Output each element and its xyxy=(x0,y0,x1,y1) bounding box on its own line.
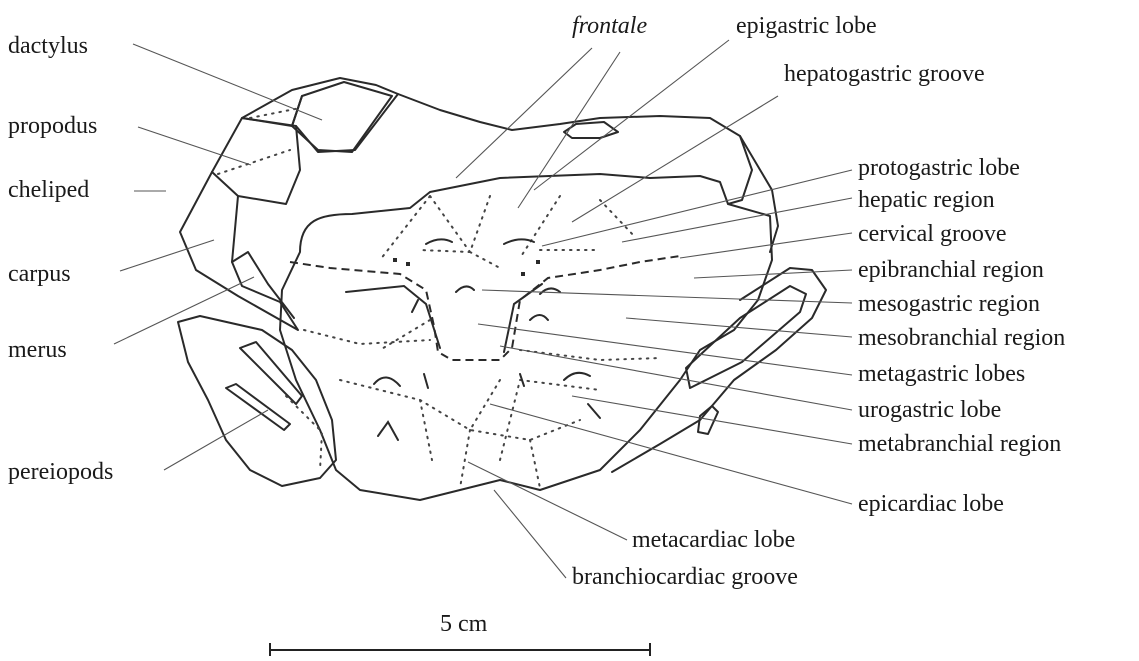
cervical-groove xyxy=(290,256,680,360)
scale-bar-label: 5 cm xyxy=(440,612,487,636)
left-pereiopod-leg-2 xyxy=(226,384,290,430)
lobe-marks xyxy=(374,239,600,440)
groove-pit-left xyxy=(393,258,397,262)
left-pereiopods xyxy=(178,316,336,486)
groove-pit-right xyxy=(521,272,525,276)
label-merus: merus xyxy=(8,338,67,362)
label-hepatogastric-groove: hepatogastric groove xyxy=(784,62,985,86)
label-cervical-groove: cervical groove xyxy=(858,222,1007,246)
carapace-outline xyxy=(280,174,772,500)
label-dactylus: dactylus xyxy=(8,34,88,58)
groove-pit-left-2 xyxy=(406,262,410,266)
carpus-segment xyxy=(212,126,300,204)
label-pereiopods: pereiopods xyxy=(8,460,113,484)
label-protogastric-lobe: protogastric lobe xyxy=(858,156,1020,180)
label-cheliped: cheliped xyxy=(8,178,89,202)
leader-lines xyxy=(114,40,852,578)
left-pereiopod-dots xyxy=(286,396,322,470)
label-frontale: frontale xyxy=(572,14,647,38)
label-carpus: carpus xyxy=(8,262,71,286)
label-hepatic-region: hepatic region xyxy=(858,188,995,212)
label-epigastric-lobe: epigastric lobe xyxy=(736,14,877,38)
label-branchiocardiac-groove: branchiocardiac groove xyxy=(572,565,798,589)
label-metacardiac-lobe: metacardiac lobe xyxy=(632,528,795,552)
label-metabranchial-region: metabranchial region xyxy=(858,432,1061,456)
label-metagastric-lobes: metagastric lobes xyxy=(858,362,1025,386)
scale-bar xyxy=(270,643,650,656)
propodus-segment xyxy=(212,96,302,172)
label-mesogastric-region: mesogastric region xyxy=(858,292,1040,316)
label-urogastric-lobe: urogastric lobe xyxy=(858,398,1001,422)
dactylus-segment xyxy=(292,82,392,152)
label-propodus: propodus xyxy=(8,114,97,138)
label-epibranchial-region: epibranchial region xyxy=(858,258,1044,282)
label-mesobranchial-region: mesobranchial region xyxy=(858,326,1065,350)
groove-pit-right-2 xyxy=(536,260,540,264)
label-epicardiac-lobe: epicardiac lobe xyxy=(858,492,1004,516)
